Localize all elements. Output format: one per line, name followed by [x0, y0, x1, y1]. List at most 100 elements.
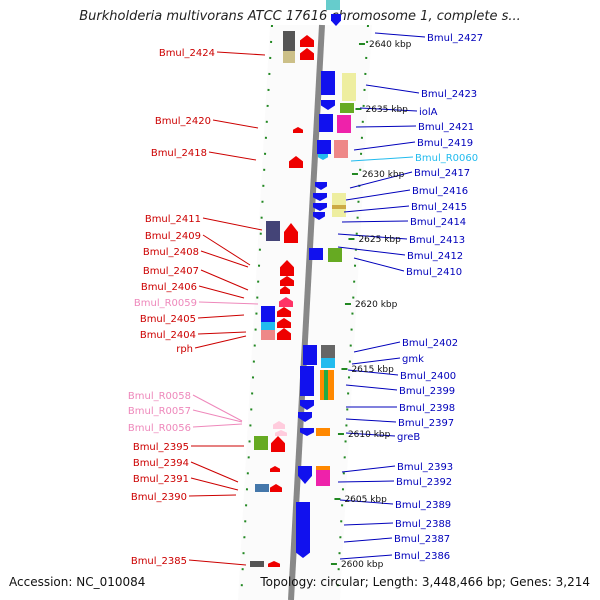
left-connector: [202, 234, 251, 266]
right-gene-label: Bmul_2387: [394, 534, 450, 545]
right-gene-label: Bmul_2412: [407, 251, 463, 262]
right-gene-label: Bmul_2417: [414, 168, 470, 179]
gene-arrow-reverse: [280, 260, 294, 276]
left-gene-label: Bmul_2395: [133, 442, 189, 453]
left-connector: [188, 494, 237, 497]
right-gene-label: Bmul_2410: [406, 267, 462, 278]
right-gene-label: gmk: [402, 354, 424, 365]
gene-arrow-reverse: [300, 48, 314, 60]
gene-arrow-forward: [298, 466, 312, 484]
gene-arrow-forward: [300, 400, 314, 410]
gene-block: [316, 428, 330, 436]
right-gene-label: Bmul_2413: [409, 235, 465, 246]
left-gene-label: Bmul_2408: [143, 247, 199, 258]
right-connector: [341, 220, 409, 223]
gene-block: [300, 366, 314, 396]
gene-arrow-forward: [331, 14, 341, 26]
left-gene-label: Bmul_2409: [145, 231, 201, 242]
left-connector: [192, 409, 243, 423]
left-connector: [216, 51, 266, 56]
gene-arrow-reverse: [280, 286, 290, 294]
gene-arrow-forward: [300, 428, 314, 436]
gene-block: [266, 221, 280, 241]
right-connector: [339, 499, 394, 505]
right-connector: [343, 205, 410, 213]
gene-block: [283, 31, 295, 51]
right-connector: [349, 171, 413, 189]
gene-arrow-reverse: [268, 561, 280, 567]
gene-block: [283, 51, 295, 63]
right-gene-label: Bmul_2427: [427, 33, 483, 44]
left-connector: [198, 285, 245, 299]
left-connector: [212, 119, 259, 129]
left-gene-label: Bmul_2418: [151, 148, 207, 159]
right-gene-label: Bmul_2421: [418, 122, 474, 133]
ruler-label: 2615 kbp: [351, 365, 394, 375]
gene-block: [309, 248, 323, 260]
gene-arrow-reverse: [280, 276, 294, 286]
genome-summary: Topology: circular; Length: 3,448,466 bp…: [260, 575, 590, 589]
gene-block: [303, 345, 317, 365]
gene-arrow-reverse: [270, 466, 280, 472]
left-gene-label: Bmul_2424: [159, 48, 215, 59]
ruler-label: 2625 kbp: [358, 235, 401, 245]
right-connector: [365, 84, 420, 94]
right-connector: [353, 257, 405, 272]
ruler-label: 2640 kbp: [369, 40, 412, 50]
right-gene-label: Bmul_2389: [395, 500, 451, 511]
right-gene-label: Bmul_2415: [411, 202, 467, 213]
gene-arrow-reverse: [271, 436, 285, 452]
ruler-label: 2610 kbp: [348, 430, 391, 440]
gene-block: [328, 248, 342, 262]
ruler-label: 2605 kbp: [344, 495, 387, 505]
gene-arrow-reverse: [270, 484, 282, 492]
left-gene-label: Bmul_R0058: [128, 391, 191, 402]
gene-block: [255, 484, 269, 492]
right-connector: [337, 480, 395, 483]
right-connector: [337, 246, 406, 256]
left-connector: [194, 335, 247, 349]
gene-features: [250, 0, 356, 567]
right-gene-label: Bmul_2392: [396, 477, 452, 488]
accession-text: Accession: NC_010084: [9, 575, 146, 589]
right-connector: [343, 537, 393, 543]
gene-arrow-forward: [313, 212, 325, 220]
gene-block: [296, 502, 310, 546]
right-gene-label: Bmul_2416: [412, 186, 468, 197]
right-connector: [345, 432, 396, 437]
left-connector: [190, 461, 239, 483]
right-gene-label: Bmul_2400: [400, 371, 456, 382]
left-gene-label: Bmul_2407: [143, 266, 199, 277]
left-connector: [197, 331, 247, 335]
left-connector: [208, 151, 257, 161]
gene-arrow-reverse: [284, 223, 298, 243]
gene-block: [334, 140, 348, 158]
left-gene-label: Bmul_2405: [140, 314, 196, 325]
right-gene-label: Bmul_R0060: [415, 153, 478, 164]
map-title: Burkholderia multivorans ATCC 17616 chro…: [79, 9, 521, 24]
gene-block: [316, 466, 330, 470]
right-connector: [355, 125, 417, 128]
ruler-ticks: [330, 43, 365, 565]
right-connector: [339, 554, 393, 560]
right-gene-label: Bmul_2423: [421, 89, 477, 100]
gene-block: [337, 115, 351, 133]
right-connector: [345, 189, 411, 201]
right-connector: [345, 384, 398, 391]
right-connector: [345, 418, 397, 423]
left-gene-label: Bmul_2385: [131, 556, 187, 567]
gene-block: [342, 73, 356, 101]
left-gene-label: Bmul_2391: [133, 474, 189, 485]
right-connector: [353, 141, 416, 151]
left-gene-label: Bmul_R0057: [128, 406, 191, 417]
ruler-label: 2620 kbp: [355, 300, 398, 310]
right-gene-labels: Bmul_2427Bmul_2423iolABmul_2421Bmul_2419…: [394, 33, 483, 562]
left-gene-label: Bmul_2406: [141, 282, 197, 293]
gene-block: [321, 345, 335, 359]
gene-arrow-reverse: [289, 156, 303, 168]
gene-block: [340, 103, 354, 113]
right-connector: [337, 233, 408, 240]
right-gene-label: Bmul_2388: [395, 519, 451, 530]
left-connector: [200, 250, 249, 268]
